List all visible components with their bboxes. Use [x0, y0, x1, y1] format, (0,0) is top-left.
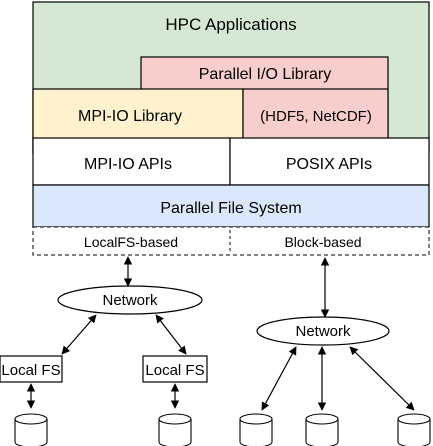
disk-icon — [14, 413, 48, 446]
local-fs-box-1 — [0, 355, 63, 383]
mpiio-apis-label: MPI-IO APIs — [84, 156, 172, 173]
right-network-to-disk-1 — [261, 346, 297, 411]
mpiio-library-label: MPI-IO Library — [78, 108, 182, 125]
block-based-label: Block-based — [284, 234, 361, 250]
right-network-to-disk-3 — [349, 346, 415, 411]
local-fs-box-2 — [142, 355, 208, 383]
left-network-to-localfs-1 — [61, 314, 97, 355]
left-network-label: Network — [102, 292, 158, 309]
posix-apis-label: POSIX APIs — [286, 156, 372, 173]
hdf5-netcdf-label: (HDF5, NetCDF) — [260, 108, 372, 125]
posix-apis-box — [229, 137, 430, 186]
right-network-label: Network — [295, 323, 351, 340]
disk-icon — [158, 413, 192, 446]
disk-icon — [239, 413, 273, 446]
localfs-based-label: LocalFS-based — [84, 234, 178, 250]
parallel-file-system-label: Parallel File System — [160, 200, 301, 217]
pfs-variant-region — [32, 226, 430, 256]
local-fs-1-label: Local FS — [1, 362, 60, 379]
left-network-to-localfs-2 — [155, 314, 187, 355]
parallel-io-library-label: Parallel I/O Library — [199, 66, 332, 83]
disk-icon — [397, 413, 431, 446]
left-network-ellipse — [57, 285, 203, 315]
local-fs-2-label: Local FS — [145, 362, 204, 379]
hpc-applications-label: HPC Applications — [165, 15, 296, 34]
right-network-ellipse — [256, 316, 390, 346]
disk-icon — [305, 413, 339, 446]
